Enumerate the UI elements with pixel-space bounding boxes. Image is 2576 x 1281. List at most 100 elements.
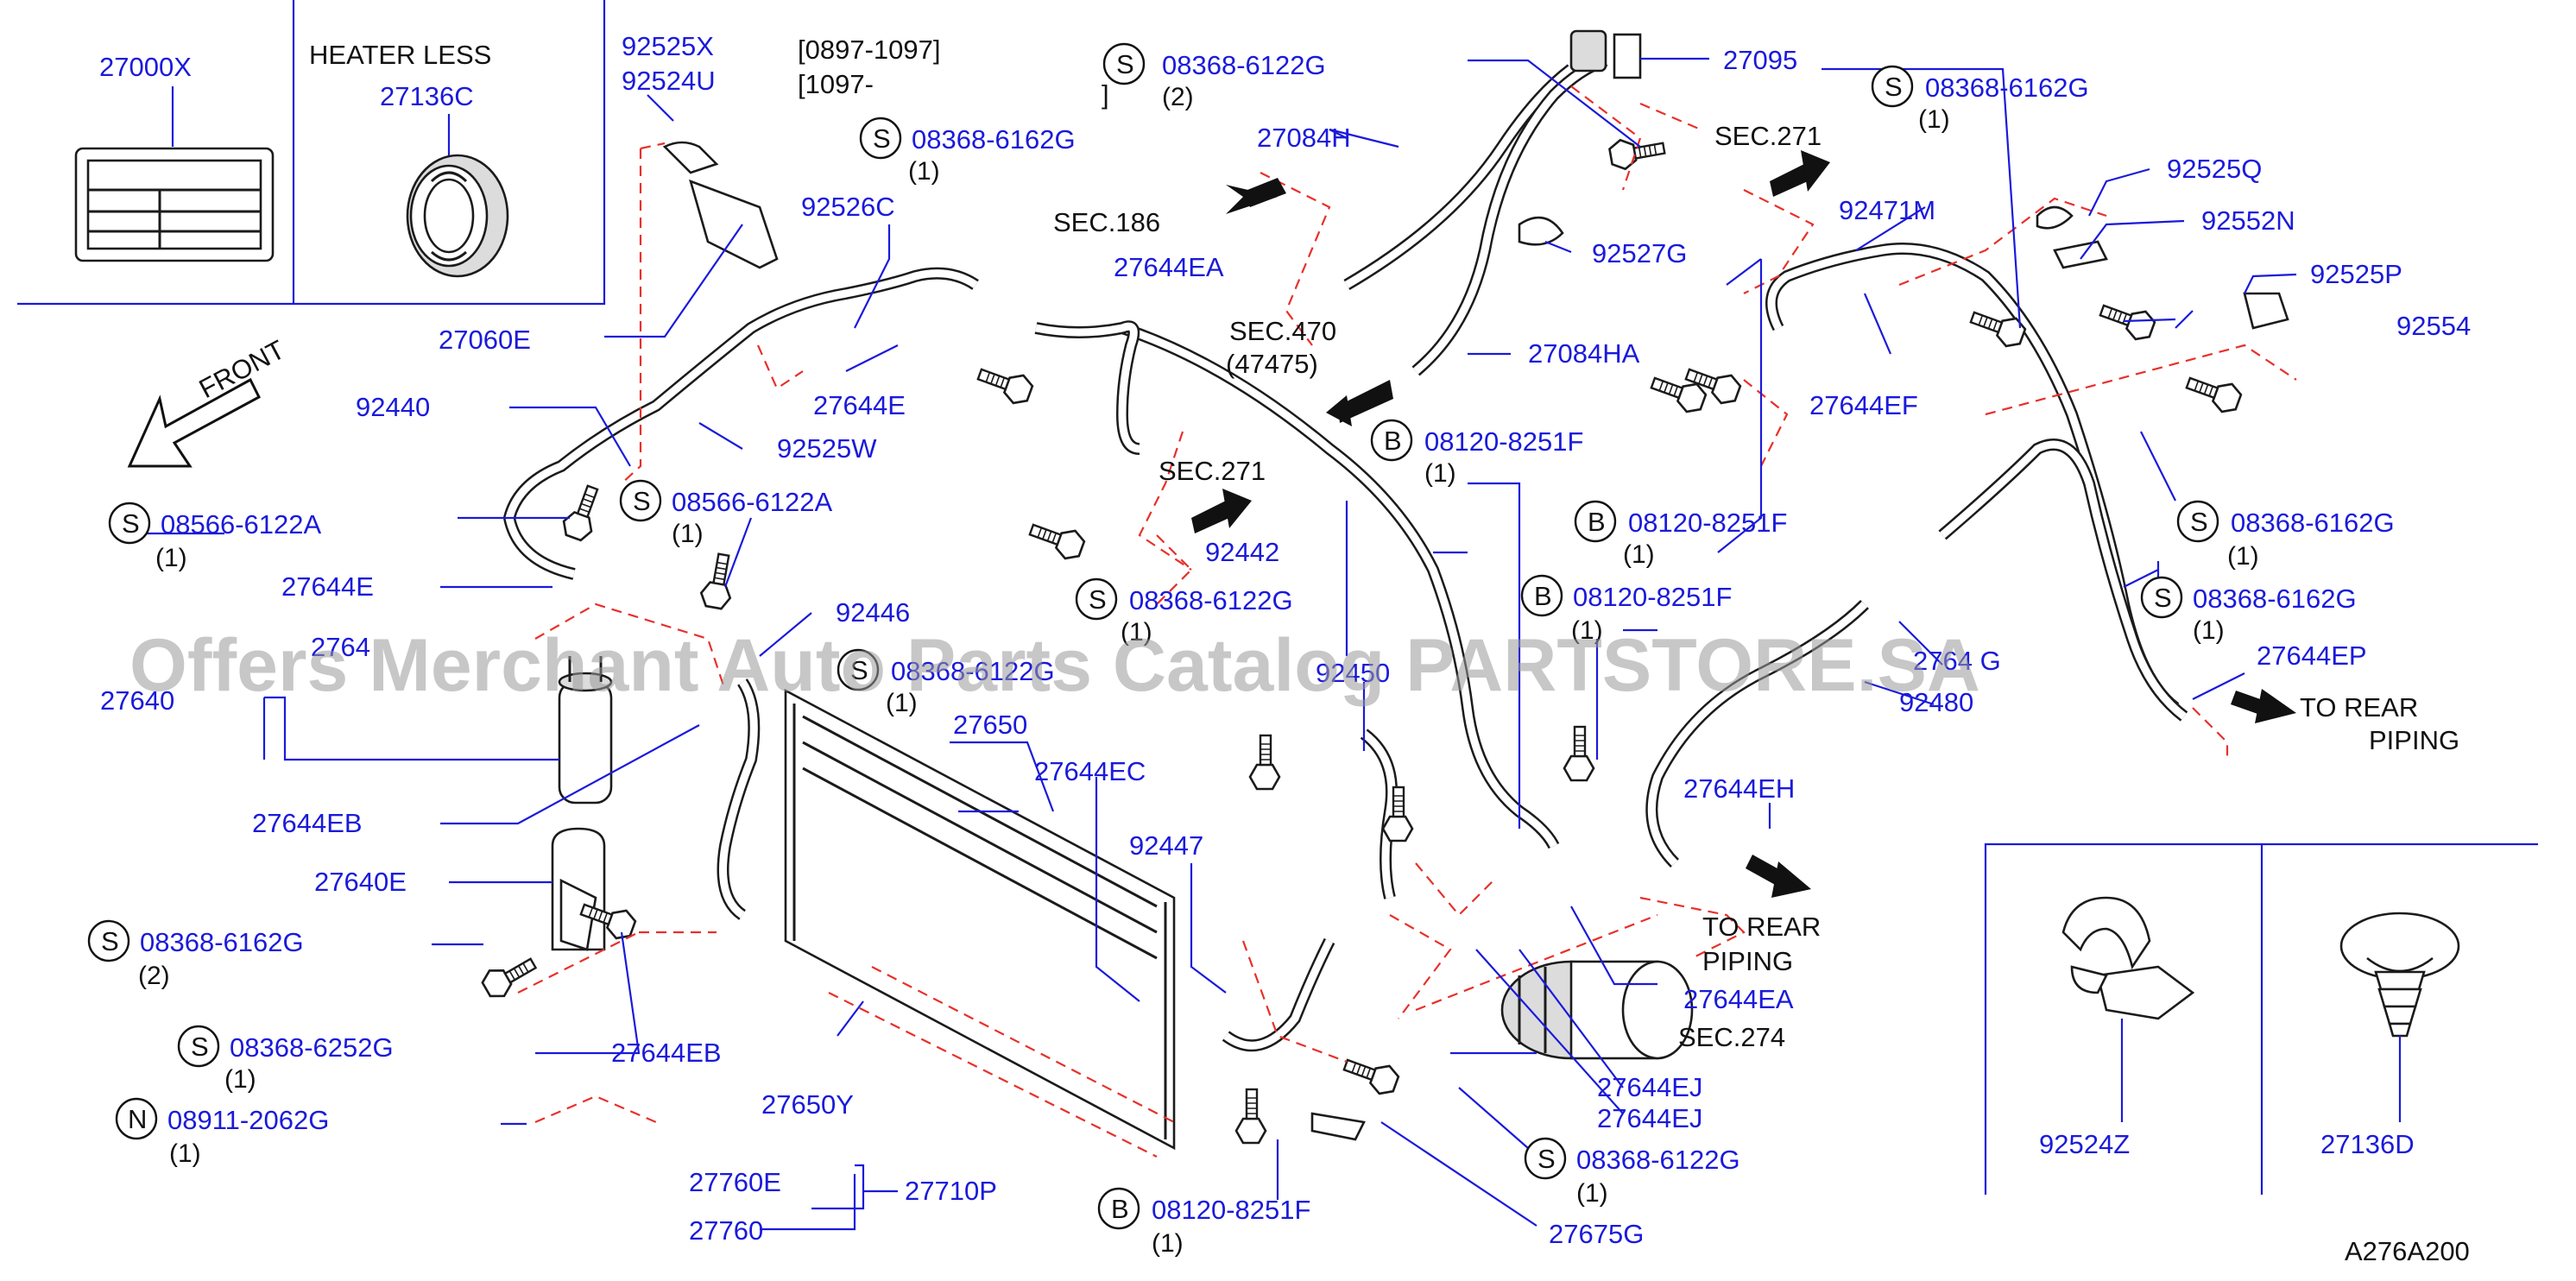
fastener-f2: S 08566-6122A (1)	[619, 479, 832, 548]
fastener-f11: B 08120-8251F (1)	[1574, 500, 1787, 569]
callout-27060E: 27060E	[439, 325, 531, 355]
inset-frame-bottom-right	[1984, 842, 2538, 1195]
fastener-part-number: 08368-6122G	[1129, 585, 1293, 615]
bolt-icon	[1248, 734, 1281, 791]
bolt-icon	[976, 368, 1034, 405]
callout-27760: 27760	[689, 1215, 763, 1246]
arrow-sec271a-icon	[1191, 501, 1229, 533]
fastener-type-letter: S	[1116, 49, 1134, 79]
callout-27644EB-b: 27644EB	[611, 1038, 722, 1068]
fastener-f6: S 08368-6162G (1)	[859, 117, 1076, 186]
bolt-icon	[1650, 376, 1708, 413]
callout-27084H: 27084H	[1257, 123, 1351, 153]
arrow-sec271b-icon	[1770, 164, 1808, 197]
bracket-92554-icon	[2243, 292, 2289, 330]
callout-27644EB-a: 27644EB	[252, 808, 363, 838]
arrow-sec271b-tip	[1801, 150, 1830, 192]
fastener-qty: (1)	[224, 1065, 256, 1094]
fastener-type-letter: S	[633, 486, 651, 516]
fastener-type-circle	[108, 502, 151, 545]
bolt-icon	[1342, 1058, 1400, 1095]
fastener-type-letter: S	[873, 123, 891, 154]
sec-271-label-a: SEC.271	[1159, 456, 1266, 486]
section-arrows	[1191, 150, 2296, 898]
fastener-part-number: 08368-6122G	[891, 656, 1055, 686]
fastener-type-letter: S	[122, 508, 140, 539]
sec-186-label: SEC.186	[1053, 207, 1160, 237]
fastener-f8: S 08368-6122G (1)	[1075, 577, 1293, 647]
fastener-type-letter: S	[2190, 507, 2208, 537]
bolt-icon	[1234, 1088, 1267, 1145]
rear-piping-1-line1: TO REAR	[1702, 912, 1821, 942]
callout-27644E-b: 27644E	[281, 571, 374, 602]
callout-27644EH: 27644EH	[1683, 773, 1795, 804]
callout-27644EC: 27644EC	[1034, 756, 1146, 786]
fastener-f7: S 08368-6122G (2)	[1102, 42, 1326, 111]
fastener-part-number: 08368-6252G	[230, 1032, 394, 1063]
push-grommet-icon	[2339, 912, 2460, 1038]
fastener-qty: (1)	[1571, 616, 1603, 645]
inset-box-grommet-27136D: 27136D	[2320, 912, 2460, 1159]
pressure-switch-icon	[1569, 29, 1642, 79]
fastener-type-letter: S	[101, 926, 119, 956]
bolt-icon	[2185, 376, 2243, 413]
callout-27640E: 27640E	[314, 867, 407, 897]
inset-frame-top-left	[17, 0, 606, 306]
arrow-rear-piping-2-icon	[2231, 691, 2265, 715]
fastener-f5: N 08911-2062G (1)	[115, 1097, 329, 1168]
callout-92554: 92554	[2396, 311, 2471, 341]
fastener-type-letter: S	[1537, 1144, 1556, 1174]
callout-92525W: 92525W	[777, 433, 877, 464]
fastener-callouts: S 08566-6122A (1) S 08566-6122A (1) S 08…	[87, 42, 2395, 1258]
sec-470-sub-label: (47475)	[1226, 349, 1318, 379]
clip-icon	[2061, 896, 2195, 1020]
fastener-f4: S 08368-6252G (1)	[177, 1025, 394, 1094]
fastener-part-number: 08368-6162G	[1925, 73, 2089, 103]
condenser-icon	[784, 688, 1176, 1151]
fastener-f16: S 08368-6162G (1)	[2176, 500, 2395, 571]
fastener-qty: (1)	[2193, 616, 2225, 645]
heater-less-part-number: 27136C	[380, 81, 474, 111]
callout-27084HA: 27084HA	[1528, 338, 1640, 369]
fastener-part-number: 08368-6162G	[2231, 508, 2395, 538]
components	[551, 29, 2289, 1151]
rear-piping-2-line2: PIPING	[2369, 725, 2459, 755]
fastener-qty: (1)	[169, 1139, 201, 1168]
callout-92552N: 92552N	[2201, 205, 2295, 236]
fastener-part-number: 08566-6122A	[672, 487, 832, 517]
fastener-f15: S 08368-6162G (1)	[1871, 65, 2089, 134]
watermark-text: Offers Merchant Auto Parts Catalog PARTS…	[129, 624, 1980, 707]
fastener-type-letter: B	[1384, 426, 1402, 456]
arrow-rear-piping-1-icon	[1746, 855, 1784, 886]
callout-92526C: 92526C	[801, 192, 895, 222]
clip-part-number: 92524Z	[2039, 1129, 2130, 1159]
fastener-type-letter: B	[1534, 581, 1552, 611]
callout-92525P: 92525P	[2310, 259, 2402, 289]
fastener-part-number: 08120-8251F	[1628, 508, 1787, 538]
fastener-type-letter: S	[850, 655, 868, 685]
callout-27710P: 27710P	[905, 1176, 997, 1206]
callout-92527G: 92527G	[1592, 238, 1687, 268]
callout-27650: 27650	[953, 710, 1027, 740]
pipe-network	[502, 54, 2188, 1052]
fastener-part-number: 08120-8251F	[1152, 1195, 1310, 1225]
callout-92446: 92446	[836, 597, 910, 628]
callout-27675G: 27675G	[1549, 1219, 1644, 1249]
clamp-icons	[662, 141, 2108, 1141]
leader-lines	[121, 57, 2297, 1231]
rear-piping-2-line1: TO REAR	[2300, 692, 2418, 723]
rear-piping-labels: TO REAR PIPING TO REAR PIPING	[1702, 692, 2459, 976]
fastener-qty: (2)	[138, 962, 170, 990]
receiver-drier-icon	[558, 656, 613, 805]
callout-27760E: 27760E	[689, 1167, 781, 1197]
fastener-qty: (2)	[1162, 83, 1194, 111]
section-reference-labels: SEC.186 SEC.470 (47475) SEC.271 SEC.271 …	[1053, 121, 1822, 1052]
fastener-type-letter: B	[1588, 507, 1606, 537]
inset-box-clip-92524Z: 92524Z	[2039, 896, 2195, 1159]
compressor-icon	[1500, 960, 1694, 1060]
bolt-icon	[1969, 311, 2027, 348]
fastener-f1: S 08566-6122A (1)	[108, 502, 321, 572]
fastener-qty: (1)	[1918, 105, 1950, 134]
fastener-f12: B 08120-8251F (1)	[1520, 574, 1732, 645]
inset-box-label-plate: 27000X	[74, 52, 275, 262]
